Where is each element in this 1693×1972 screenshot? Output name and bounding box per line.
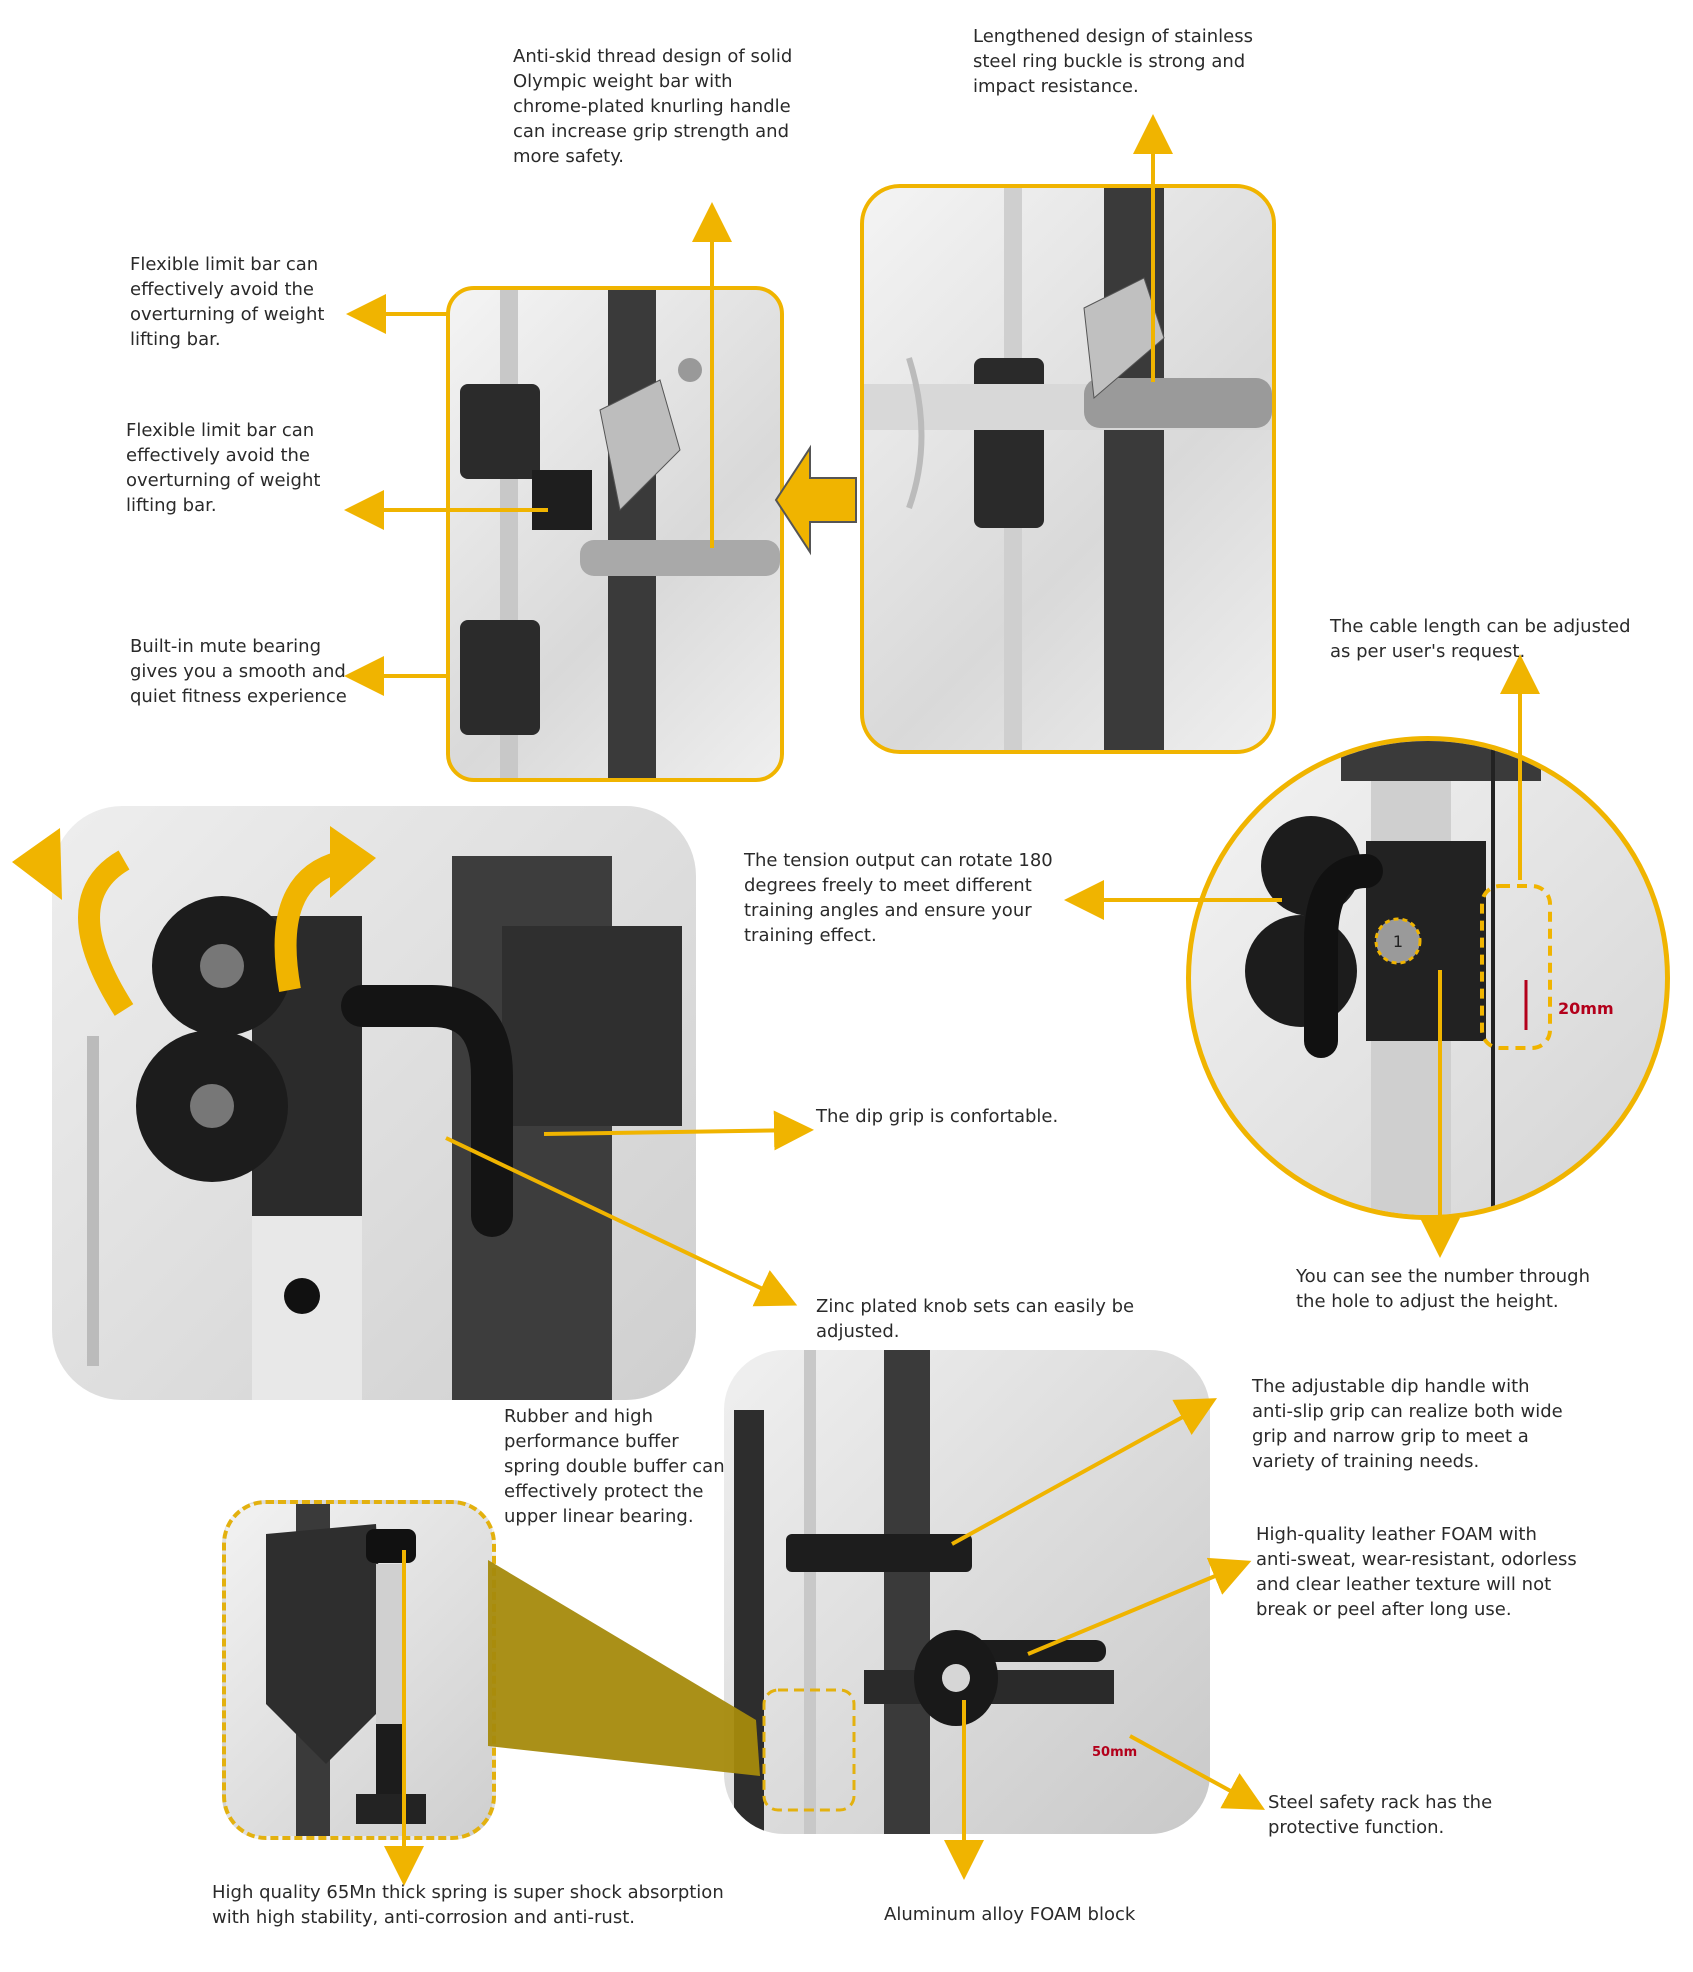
arrow-dip-grip [543,1110,814,1151]
caption-aluminum-block: Aluminum alloy FOAM block [884,1904,1136,1925]
caption-rubber-buffer: Rubber and high performance buffer sprin… [504,1406,725,1527]
caption-flexible-1: Flexible limit bar can effectively avoid… [130,254,325,350]
arrow-adjustable-dip [951,1398,1218,1546]
caption-zinc-knob: Zinc plated knob sets can easily be adju… [816,1296,1135,1342]
measure-20mm: 20mm [1558,999,1614,1018]
caption-flexible-2: Flexible limit bar can effectively avoid… [126,420,321,516]
caption-cable-length: The cable length can be adjusted as per … [1330,616,1631,662]
arrow-zinc-knob [445,1136,798,1307]
photo-frame-buffer-spring [222,1500,496,1840]
caption-spring-65mn: High quality 65Mn thick spring is super … [212,1882,724,1928]
direction-arrow-icon [774,444,857,556]
rotate-left-arrow-icon [78,850,134,1016]
caption-tension-output: The tension output can rotate 180 degree… [744,850,1053,946]
photo-safety-rack: 50mm [724,1350,1210,1834]
photo-frame-limit-bar [446,286,784,782]
arrow-steel-rack [1129,1734,1266,1810]
height-indicator-box [1480,884,1552,1050]
arrow-leather-foam [1027,1557,1252,1656]
measure-50mm: 50mm [1092,1745,1137,1760]
caption-anti-skid: Anti-skid thread design of solid Olympic… [513,46,793,167]
caption-dip-grip: The dip grip is confortable. [816,1106,1059,1127]
photo-tension-circle: 1 [1186,736,1670,1220]
ring-buckle-photo [864,188,1272,750]
caption-adjustable-dip: The adjustable dip handle with anti-slip… [1252,1376,1563,1472]
photo-cable-pulley [52,806,696,1400]
caption-mute-bearing: Built-in mute bearing gives you a smooth… [130,636,347,707]
caption-leather-foam: High-quality leather FOAM with anti-swea… [1256,1524,1577,1620]
photo-frame-ring-buckle [860,184,1276,754]
caption-lengthened: Lengthened design of stainless steel rin… [973,26,1254,97]
caption-steel-rack: Steel safety rack has the protective fun… [1268,1792,1493,1838]
hole-number: 1 [1393,932,1403,951]
caption-see-number: You can see the number through the hole … [1296,1266,1591,1312]
rotate-right-arrow-icon [274,851,344,992]
limit-bar-photo [460,290,780,778]
zoom-connector-wedge [488,1560,760,1776]
